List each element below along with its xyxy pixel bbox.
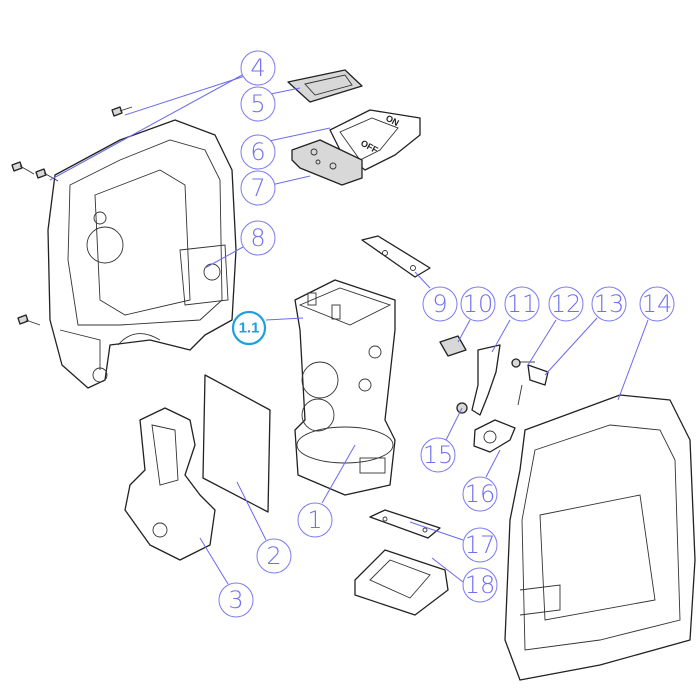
- callout-2: 2: [256, 538, 292, 574]
- part-front-housing: [504, 394, 696, 681]
- callout-10: 10: [460, 286, 496, 322]
- part-small-mechanisms: [439, 335, 549, 453]
- part-rear-housing: [47, 119, 237, 389]
- callout-7: 7: [240, 170, 276, 206]
- callout-6: 6: [240, 134, 276, 170]
- callout-13: 13: [591, 286, 627, 322]
- callout-14: 14: [639, 286, 675, 322]
- callout-label: 15: [423, 441, 454, 469]
- callout-1-1: 1.1: [231, 310, 267, 346]
- callout-label: 16: [465, 480, 496, 508]
- callout-label: 12: [551, 290, 582, 318]
- callout-label: 5: [250, 90, 265, 118]
- callout-18: 18: [462, 567, 498, 603]
- part-label-plate: [287, 69, 363, 103]
- callout-label: 17: [465, 531, 496, 559]
- part-rubber-cover: [291, 139, 363, 186]
- callout-15: 15: [420, 437, 456, 473]
- part-sheet: [202, 374, 271, 513]
- callout-label: 18: [465, 571, 496, 599]
- callout-label: 4: [250, 54, 265, 82]
- callout-1: 1: [297, 502, 333, 538]
- callouts: 4 5 6 7 8 9 10 11 12 13 14 1.1 1 2 3 15 …: [218, 50, 675, 618]
- callout-12: 12: [548, 286, 584, 322]
- callout-label: 1.1: [239, 320, 260, 337]
- callout-label: 2: [266, 542, 281, 570]
- part-contact-plate: [369, 509, 441, 539]
- callout-label: 1: [307, 506, 322, 534]
- part-plate: [361, 235, 431, 278]
- part-laser-module: [294, 279, 396, 496]
- part-bracket: [124, 407, 216, 561]
- callout-label: 6: [250, 138, 265, 166]
- callout-label: 13: [594, 290, 625, 318]
- callout-4: 4: [240, 50, 276, 86]
- callout-8: 8: [240, 220, 276, 256]
- callout-label: 14: [642, 290, 673, 318]
- part-screws: [11, 106, 133, 326]
- callout-label: 8: [250, 224, 265, 252]
- callout-5: 5: [240, 86, 276, 122]
- callout-17: 17: [462, 527, 498, 563]
- callout-label: 3: [228, 586, 243, 614]
- leader-lines: [49, 73, 649, 585]
- callout-label: 11: [507, 290, 538, 318]
- callout-3: 3: [218, 582, 254, 618]
- callout-16: 16: [462, 476, 498, 512]
- callout-label: 7: [250, 174, 265, 202]
- callout-11: 11: [504, 286, 540, 322]
- callout-9: 9: [422, 286, 458, 322]
- callout-label: 10: [463, 290, 494, 318]
- part-battery-door: [354, 549, 449, 616]
- callout-label: 9: [432, 290, 447, 318]
